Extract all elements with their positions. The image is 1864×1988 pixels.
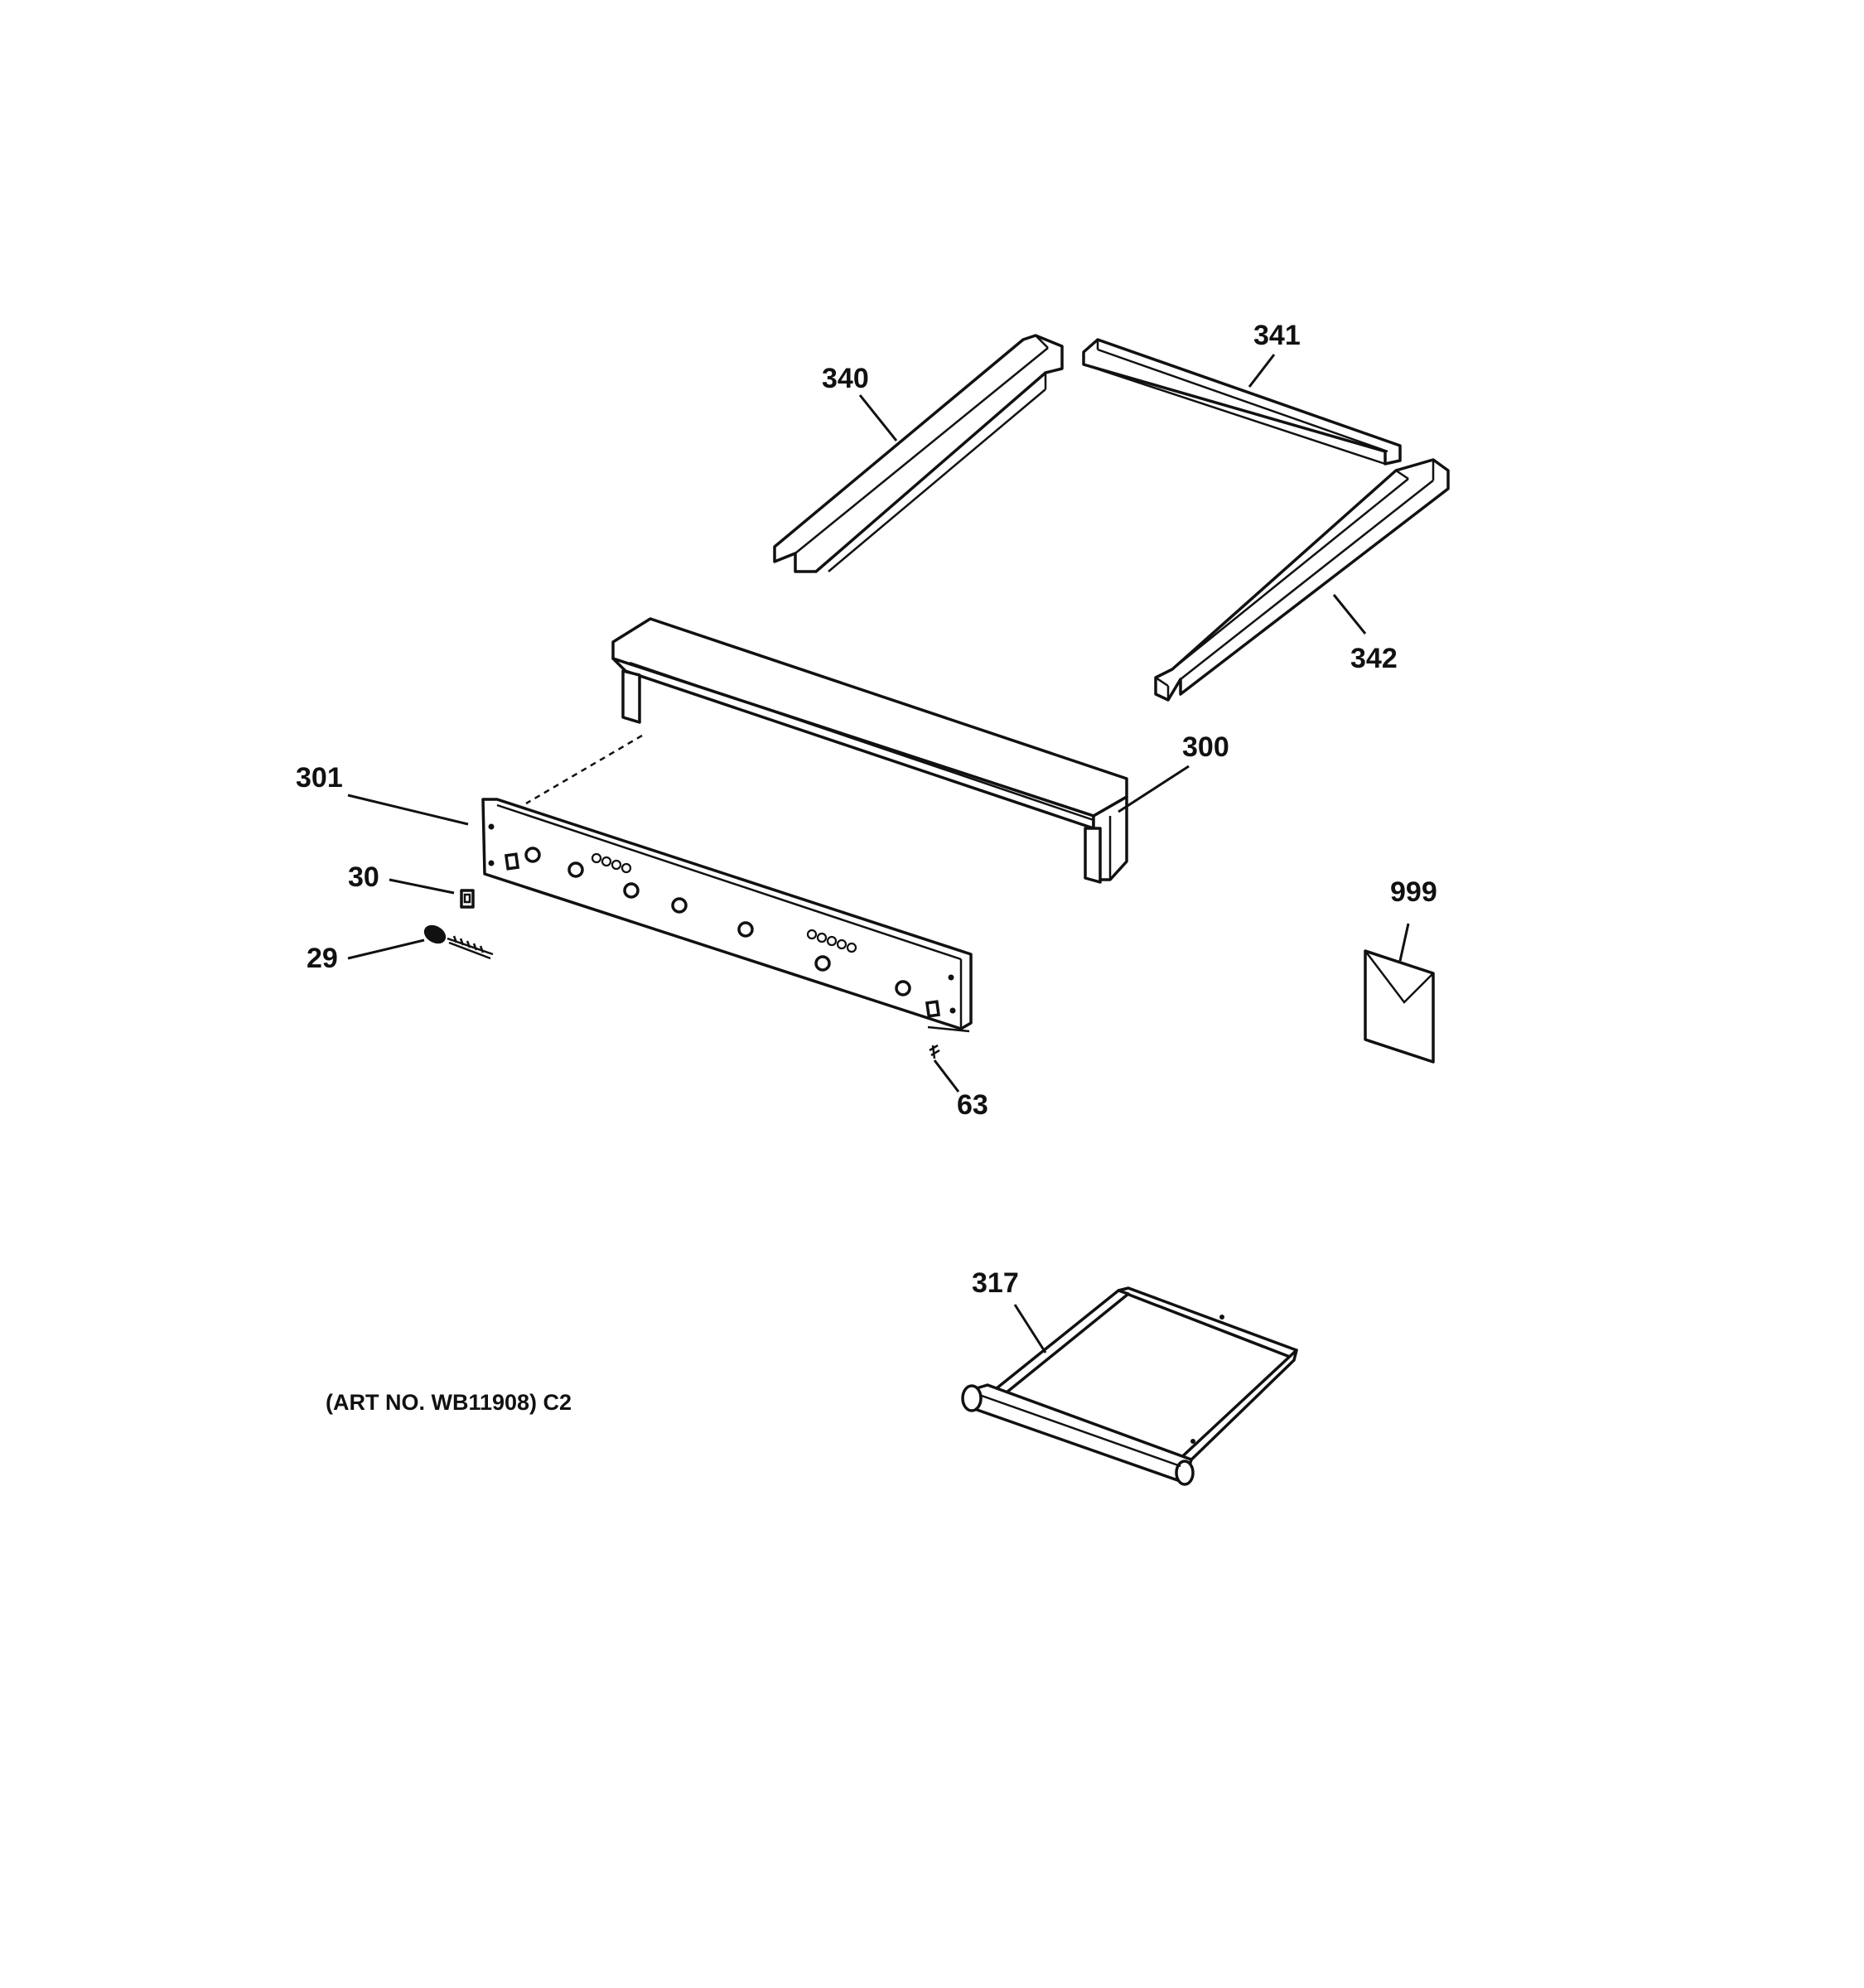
label-342: 342	[1350, 643, 1398, 674]
leader-317	[1013, 1304, 1047, 1353]
leader-300	[1118, 765, 1190, 813]
label-30: 30	[348, 861, 379, 893]
trim-300	[611, 617, 1128, 884]
label-340: 340	[822, 363, 869, 394]
leader-341	[1248, 354, 1276, 388]
rail-340	[773, 334, 1064, 573]
label-63: 63	[957, 1089, 988, 1121]
rail-341	[1082, 338, 1402, 466]
label-300: 300	[1182, 731, 1229, 763]
leader-342	[1332, 594, 1367, 635]
label-999: 999	[1390, 876, 1437, 908]
art-number: (ART NO. WB11908) C2	[326, 1390, 572, 1415]
leader-63	[933, 1059, 960, 1093]
label-29: 29	[307, 943, 338, 974]
control-panel-301	[481, 798, 973, 1033]
clip-30	[460, 889, 475, 909]
screw-63	[929, 1044, 940, 1059]
label-301: 301	[296, 762, 343, 794]
label-341: 341	[1253, 320, 1301, 351]
leader-30	[389, 878, 455, 895]
leader-999	[1398, 923, 1410, 962]
alignment-dash-line	[525, 734, 643, 805]
leader-340	[858, 394, 898, 442]
leader-301	[347, 794, 469, 826]
envelope-999	[1364, 949, 1435, 1064]
leader-29	[347, 939, 425, 960]
rail-342	[1154, 458, 1450, 702]
drawer-frame-317	[961, 1286, 1298, 1486]
nameplate-29	[423, 924, 494, 960]
label-317: 317	[972, 1267, 1019, 1299]
